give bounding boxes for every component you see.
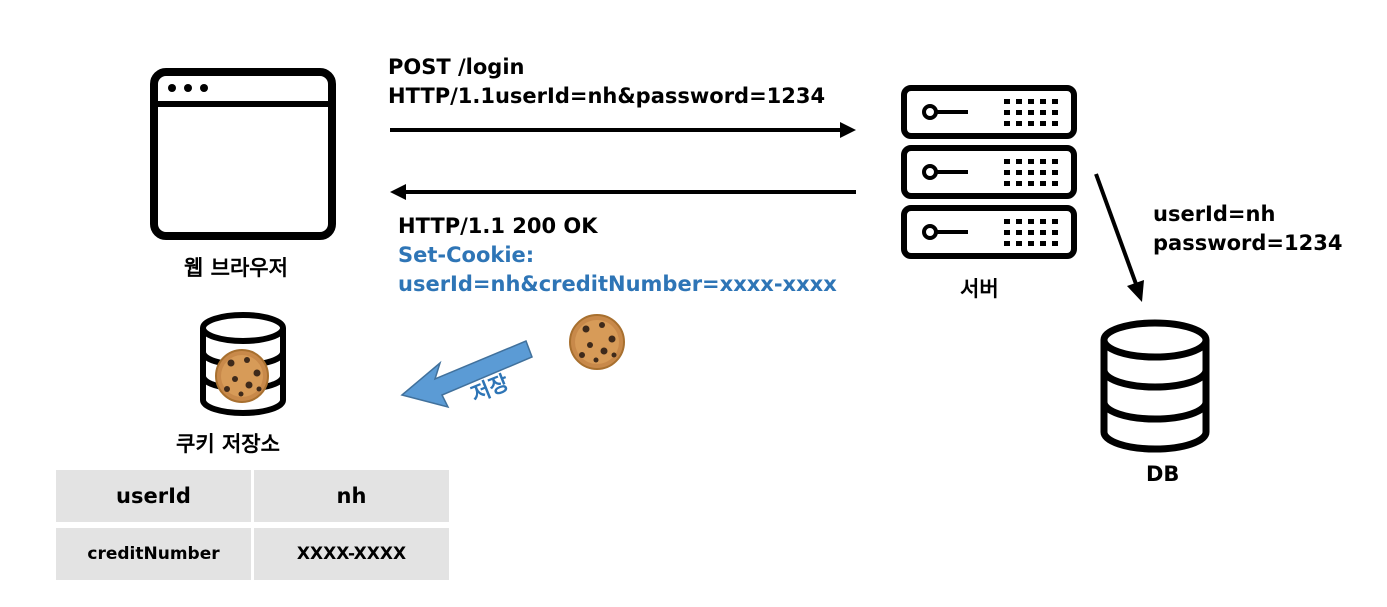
response-set-cookie-header: Set-Cookie: — [398, 243, 535, 267]
db-label: DB — [1146, 462, 1180, 486]
row-divider — [56, 522, 251, 528]
store-arrow — [400, 340, 533, 409]
browser-label: 웹 브라우저 — [184, 256, 288, 280]
cookie-value: nh — [254, 470, 449, 522]
cookie-icon — [569, 314, 625, 370]
table-row: userId nh — [56, 470, 449, 522]
cookie-store-label: 쿠키 저장소 — [176, 432, 280, 456]
cookie-key: creditNumber — [56, 528, 251, 580]
row-divider — [254, 522, 449, 528]
db-query-arrow — [1094, 173, 1144, 302]
db-query-line-1: userId=nh — [1153, 202, 1276, 226]
stored-cookie-icon — [215, 349, 269, 403]
response-status: HTTP/1.1 200 OK — [398, 214, 598, 238]
cookie-value: XXXX-XXXX — [254, 528, 449, 580]
table-row: creditNumber XXXX-XXXX — [56, 528, 449, 580]
server-icon — [901, 85, 1077, 259]
request-arrow — [390, 122, 856, 138]
db-query-line-2: password=1234 — [1153, 231, 1343, 255]
database-icon — [1100, 319, 1210, 453]
cookie-table: userId nh creditNumber XXXX-XXXX — [53, 470, 452, 580]
request-line-2: HTTP/1.1userId=nh&password=1234 — [388, 84, 826, 108]
browser-window-icon — [150, 68, 336, 240]
request-line-1: POST /login — [388, 55, 525, 79]
response-arrow — [390, 184, 856, 200]
cookie-key: userId — [56, 470, 251, 522]
server-label: 서버 — [960, 277, 999, 301]
response-cookie-value: userId=nh&creditNumber=xxxx-xxxx — [398, 272, 837, 296]
